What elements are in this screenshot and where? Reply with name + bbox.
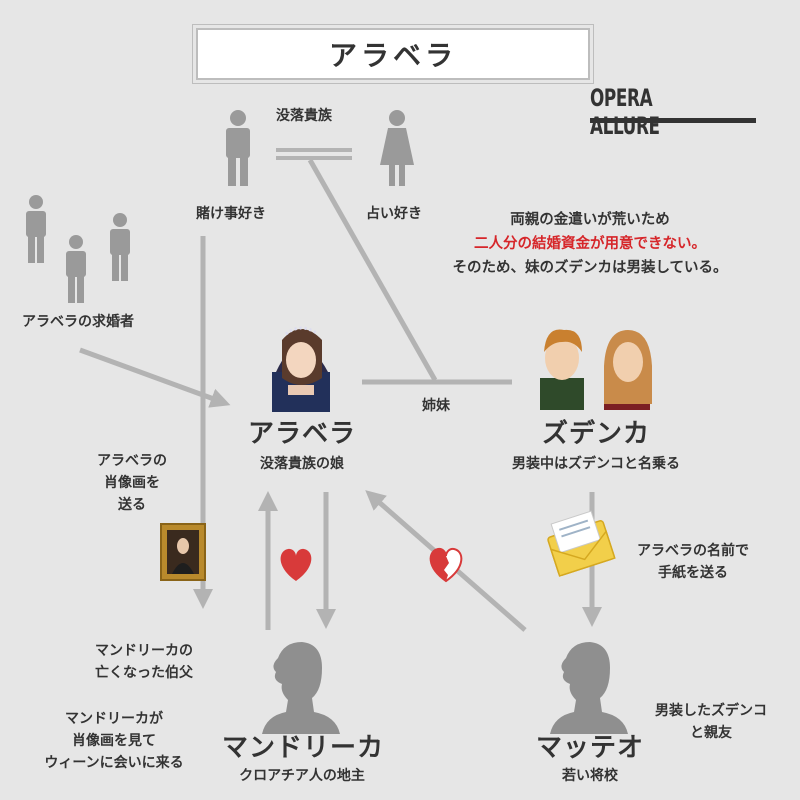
mother-figure-icon xyxy=(380,110,414,186)
friend-note-line2: と親友 xyxy=(690,725,732,741)
portrait-note-line3: 送る xyxy=(118,497,146,513)
suitor-figure-icon xyxy=(66,235,86,303)
portrait-painting-icon xyxy=(160,523,206,581)
suitor-figure-icon xyxy=(26,195,46,263)
zdenka-portrait-icon xyxy=(540,329,584,410)
brand-logo-underline xyxy=(590,118,756,123)
matteo-silhouette-icon xyxy=(550,642,628,734)
friend-note: 男装したズデンコ と親友 xyxy=(636,700,786,744)
family-note-line3: そのため、妹のズデンカは男装している。 xyxy=(452,260,728,276)
family-note: 両親の金遣いが荒いため 二人分の結婚資金が用意できない。 そのため、妹のズデンカ… xyxy=(420,208,760,280)
child-descent-line xyxy=(307,158,438,382)
parents-relation-label: 没落貴族 xyxy=(276,108,332,124)
portrait-note: アラベラの 肖像画を 送る xyxy=(82,450,182,516)
portrait-note-line1: アラベラの xyxy=(97,453,167,469)
arrow-suitors-to-arabella xyxy=(79,347,231,408)
uncle-note: マンドリーカの 亡くなった伯父 xyxy=(76,640,212,684)
mandryka-subtitle: クロアチア人の地主 xyxy=(239,768,365,784)
mandryka-silhouette-icon xyxy=(262,642,340,734)
mandryka-note-line3: ウィーンに会いに来る xyxy=(44,755,184,771)
mandryka-note-line1: マンドリーカが xyxy=(65,711,163,727)
uncle-note-line2: 亡くなった伯父 xyxy=(95,665,193,681)
matteo-name: マッテオ xyxy=(535,733,644,763)
father-label: 賭け事好き xyxy=(196,206,266,222)
arabella-name: アラベラ xyxy=(247,419,356,449)
arabella-subtitle: 没落貴族の娘 xyxy=(260,456,344,472)
zdenka-female-portrait-icon xyxy=(604,330,652,410)
friend-note-line1: 男装したズデンコ xyxy=(655,703,767,719)
zdenka-name: ズデンカ xyxy=(541,419,650,449)
mandryka-name: マンドリーカ xyxy=(221,733,384,763)
letter-note-line1: アラベラの名前で xyxy=(637,543,749,559)
letter-envelope-icon xyxy=(547,510,616,577)
letter-note: アラベラの名前で 手紙を送る xyxy=(618,540,768,584)
heart-icon xyxy=(280,548,312,581)
mandryka-note: マンドリーカが 肖像画を見て ウィーンに会いに来る xyxy=(36,708,192,774)
half-heart-icon xyxy=(429,547,463,583)
suitor-figure-icon xyxy=(110,213,130,281)
brand-logo: OPERA ALLURE xyxy=(590,84,660,140)
father-figure-icon xyxy=(226,110,250,186)
zdenka-subtitle: 男装中はズデンコと名乗る xyxy=(512,456,680,472)
portrait-note-line2: 肖像画を xyxy=(104,475,160,491)
matteo-subtitle: 若い将校 xyxy=(562,768,618,784)
letter-note-line2: 手紙を送る xyxy=(658,565,728,581)
suitors-label: アラベラの求婚者 xyxy=(22,314,134,330)
sisters-label: 姉妹 xyxy=(422,398,450,414)
mandryka-note-line2: 肖像画を見て xyxy=(72,733,156,749)
title-banner: アラベラ xyxy=(192,24,594,84)
page-title: アラベラ xyxy=(328,39,457,72)
mother-label: 占い好き xyxy=(366,206,422,222)
family-note-highlight: 二人分の結婚資金が用意できない。 xyxy=(474,236,706,252)
family-note-line1: 両親の金遣いが荒いため xyxy=(510,212,670,228)
uncle-note-line1: マンドリーカの xyxy=(95,643,193,659)
arabella-portrait-icon xyxy=(272,326,330,412)
